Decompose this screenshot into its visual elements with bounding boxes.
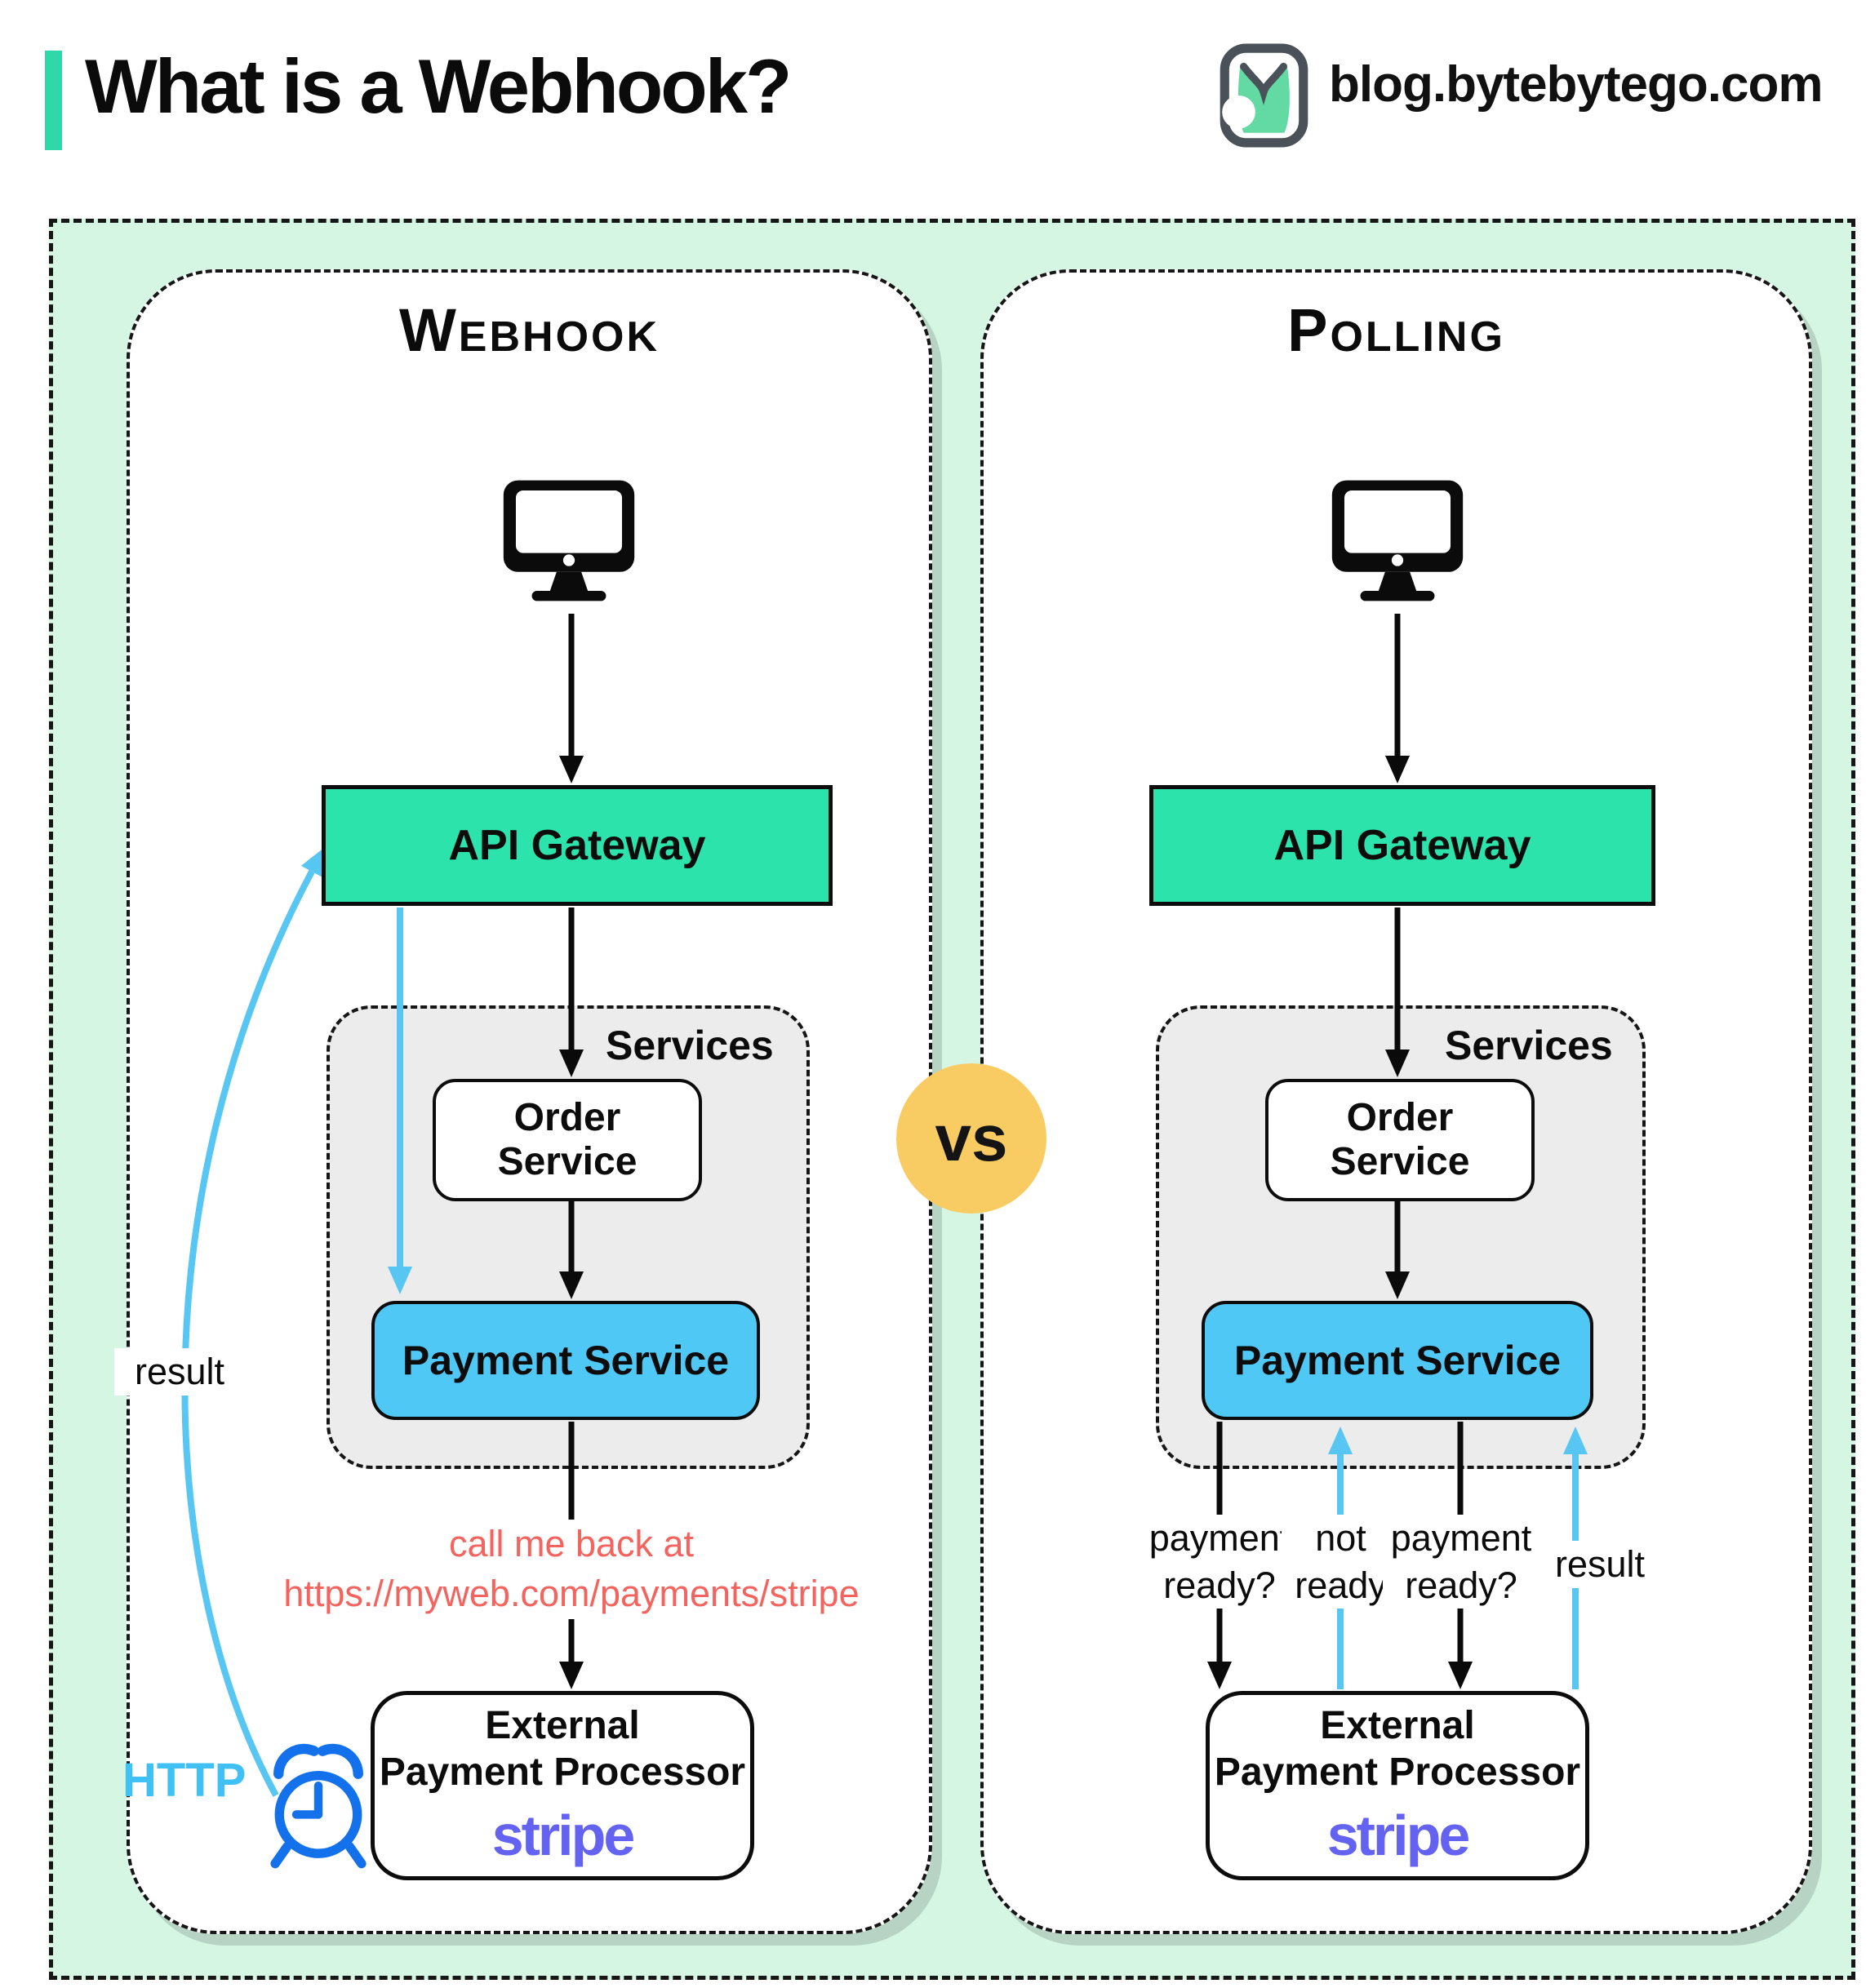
- services-label-polling: Services: [1445, 1023, 1613, 1068]
- logo-beak: [1240, 62, 1287, 105]
- title-accent-bar: [45, 51, 62, 150]
- http-label: HTTP: [122, 1754, 247, 1807]
- logo-notch: [1222, 95, 1255, 129]
- callback-url-note: call me back at https://myweb.com/paymen…: [245, 1520, 898, 1619]
- bytebytego-logo-icon: [1220, 43, 1308, 148]
- vs-badge: vs: [896, 1063, 1046, 1214]
- api-gateway-box-polling: API Gateway: [1149, 785, 1655, 906]
- api-gateway-box-webhook: API Gateway: [322, 785, 833, 906]
- payment-service-label-polling: Payment Service: [1233, 1338, 1562, 1383]
- external-processor-box-webhook: External Payment Processor stripe: [371, 1691, 754, 1880]
- external-processor-label-polling: External Payment Processor: [1214, 1704, 1581, 1794]
- poll-label-result: result: [1535, 1541, 1665, 1588]
- external-processor-label-webhook: External Payment Processor: [379, 1704, 746, 1794]
- payment-service-box-webhook: Payment Service: [371, 1301, 760, 1420]
- order-service-box-polling: Order Service: [1265, 1079, 1535, 1201]
- services-label-webhook: Services: [606, 1023, 774, 1068]
- panel-webhook-title: Webhook: [398, 296, 660, 364]
- client-computer-icon-polling: [1331, 480, 1464, 601]
- client-computer-icon-webhook: [503, 480, 635, 601]
- external-processor-box-polling: External Payment Processor stripe: [1206, 1691, 1589, 1880]
- poll-label-payment-ready-2: payment ready?: [1383, 1515, 1539, 1609]
- api-gateway-label-polling: API Gateway: [1273, 822, 1531, 869]
- api-gateway-label-webhook: API Gateway: [448, 822, 706, 869]
- stripe-logo-webhook: stripe: [491, 1803, 636, 1867]
- panel-polling-title: Polling: [1287, 296, 1505, 364]
- alarm-clock-icon: [270, 1743, 367, 1869]
- payment-service-box-polling: Payment Service: [1202, 1301, 1593, 1420]
- result-label-webhook: result: [114, 1348, 245, 1396]
- payment-service-label-webhook: Payment Service: [402, 1338, 730, 1383]
- site-url: blog.bytebytego.com: [1329, 56, 1823, 113]
- page-title: What is a Webhook?: [85, 43, 792, 129]
- stripe-logo-polling: stripe: [1326, 1803, 1471, 1867]
- poll-label-payment-ready-1: payment ready?: [1141, 1515, 1298, 1609]
- order-service-box-webhook: Order Service: [433, 1079, 702, 1201]
